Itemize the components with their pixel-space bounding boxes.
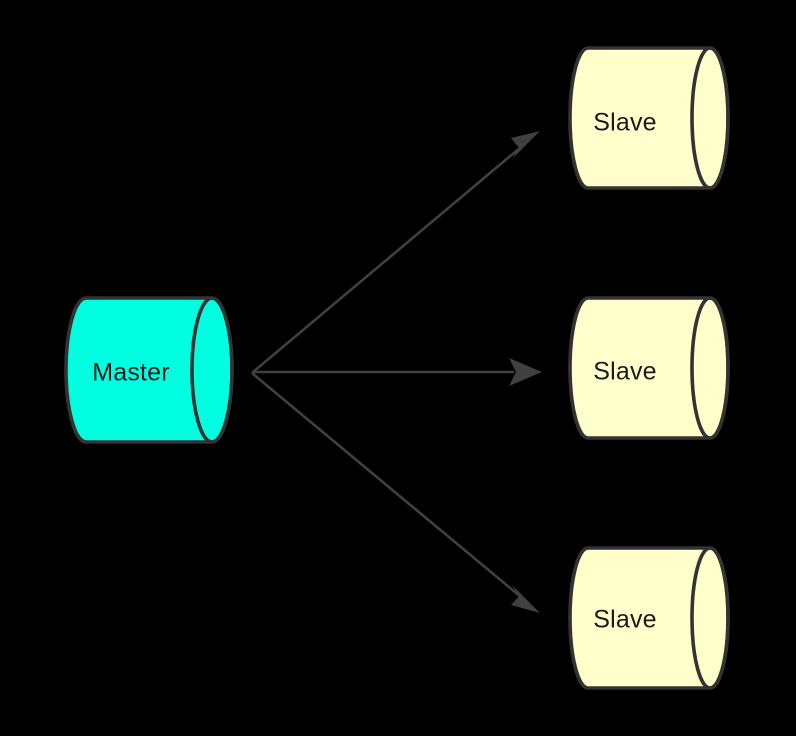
node-slave-1[interactable]: Slave bbox=[568, 46, 730, 190]
edge-master-slave-1[interactable] bbox=[251, 131, 540, 374]
arrowhead-icon bbox=[511, 585, 540, 613]
edge-master-slave-3[interactable] bbox=[251, 372, 540, 613]
edge-master-slave-2[interactable] bbox=[251, 358, 542, 386]
node-master-label: Master bbox=[92, 359, 170, 387]
slave-3-cylinder-cap bbox=[690, 546, 730, 690]
edge-line bbox=[251, 372, 529, 604]
arrowhead-icon bbox=[511, 131, 540, 159]
arrowhead-icon bbox=[509, 358, 542, 386]
edge-line bbox=[251, 140, 529, 374]
node-slave-2[interactable]: Slave bbox=[568, 296, 730, 440]
node-slave-3[interactable]: Slave bbox=[568, 546, 730, 690]
slave-1-cylinder-cap bbox=[690, 46, 730, 190]
slave-2-cylinder-cap bbox=[690, 296, 730, 440]
master-cylinder-cap bbox=[190, 296, 234, 444]
node-slave-3-label: Slave bbox=[593, 606, 657, 634]
node-slave-1-label: Slave bbox=[593, 109, 657, 137]
node-slave-2-label: Slave bbox=[593, 358, 657, 386]
node-layer: Master Slave Slave Slave bbox=[64, 46, 730, 690]
edge-layer bbox=[251, 131, 542, 613]
node-master[interactable]: Master bbox=[64, 296, 234, 444]
